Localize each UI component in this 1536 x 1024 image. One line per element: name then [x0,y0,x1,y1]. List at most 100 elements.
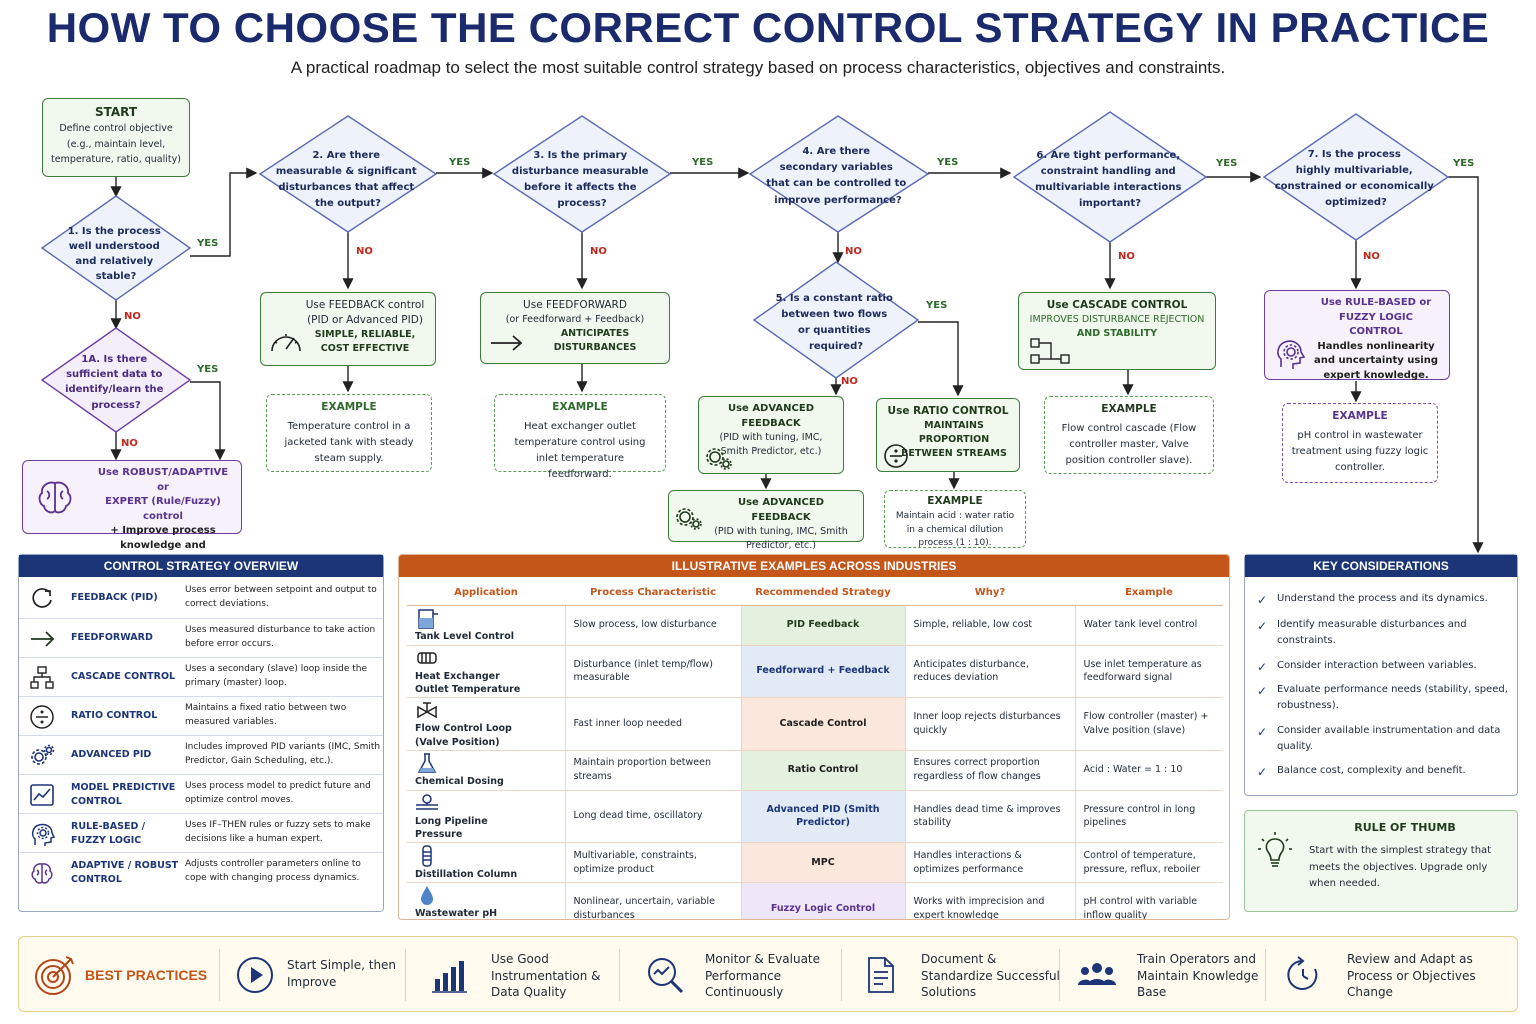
overview-name: RULE-BASED / FUZZY LOGIC [71,821,146,847]
decision-1-shape [40,195,192,301]
cell-strategy: MPC [740,842,905,884]
pipeline-icon [416,793,438,810]
best-practice-text: Start Simple, then Improve [287,958,397,989]
no-label: NO [590,246,607,257]
cascade-line1: Use CASCADE CONTROL [1046,299,1188,311]
cell-characteristic: Nonlinear, uncertain, variable disturban… [564,882,741,919]
rule-based-strategy-box: Use RULE-BASED or FUZZY LOGIC CONTROL Ha… [1264,290,1450,381]
check-icon: ✓ [1257,619,1268,633]
examples-panel: ILLUSTRATIVE EXAMPLES ACROSS INDUSTRIES … [398,554,1230,920]
table-row: Chemical Dosing Maintain proportion betwe… [407,750,1223,791]
example-ratio-text: Maintain acid : water ratio in a chemica… [895,511,1015,549]
overview-desc: Uses a secondary (slave) loop inside the… [185,664,368,689]
arrow-right-icon [491,335,523,351]
cell-characteristic: Maintain proportion between streams [564,750,741,791]
connector [190,167,258,257]
table-row: Flow Control Loop (Valve Position)Fast i… [407,697,1223,751]
ratio-strategy-box: Use RATIO CONTROL MAINTAINS PROPORTION B… [876,398,1020,472]
check-icon: ✓ [1257,725,1268,739]
example-label: EXAMPLE [1332,410,1388,422]
cell-characteristic: Multivariable, constraints, optimize pro… [564,842,741,884]
overview-name: ADVANCED PID [71,749,152,760]
key-item-text: Evaluate performance needs (stability, s… [1277,684,1508,711]
overview-row: FEEDFORWARD Uses measured disturbance to… [19,618,383,657]
cell-application: Chemical Dosing [407,750,565,791]
column-header: Recommended Strategy [741,581,905,606]
example-feedback-box: EXAMPLE Temperature control in a jackete… [266,394,432,472]
cell-strategy: Cascade Control [740,697,905,751]
robust-line1: Use ROBUST/ADAPTIVE or [97,467,229,493]
overview-name: FEEDBACK (PID) [71,592,158,603]
decision-7-text: 7. Is the process highly multivariable, … [1275,149,1438,208]
rule-of-thumb-text: Start with the simplest strategy that me… [1309,845,1492,889]
example-label: EXAMPLE [927,495,983,507]
decision-4-shape [748,115,930,233]
cascade-line3: AND STABILITY [1076,327,1158,339]
cell-strategy: Feedforward + Feedback [740,645,905,699]
cell-application: Heat Exchanger Outlet Temperature [407,645,565,699]
table-row: Wastewater pH ControlNonlinear, uncertai… [407,882,1223,919]
best-practice-text: Document & Standardize Successful Soluti… [921,952,1060,1000]
best-practice-text: Review and Adapt as Process or Objective… [1347,952,1476,1000]
bar-chart-icon [432,961,467,993]
key-title: KEY CONSIDERATIONS [1245,555,1517,577]
application-text: Distillation Column [415,868,518,880]
cell-why: Handles interactions & optimizes perform… [904,842,1075,884]
adv2-line1: Use ADVANCED FEEDBACK [737,497,824,523]
key-item: ✓Balance cost, complexity and benefit. [1257,763,1512,779]
adv2-line2: (PID with tuning, IMC, Smith Predictor, … [714,526,848,551]
start-title: START [94,105,138,119]
feedforward-line1: Use FEEDFORWARD [523,299,627,311]
cell-example: Acid : Water = 1 : 10 [1074,750,1223,791]
cell-strategy: Advanced PID (Smith Predictor) [740,790,905,844]
decision-7-shape [1262,113,1450,241]
column-header: Application [407,581,565,606]
control-strategy-overview: CONTROL STRATEGY OVERVIEW FEEDBACK (PID)… [18,554,384,912]
overview-desc: Uses measured disturbance to take action… [185,625,376,650]
rule-line1: Use RULE-BASED or [1320,297,1432,308]
decision-5-shape [752,261,920,379]
feedback-line3: SIMPLE, RELIABLE, COST EFFECTIVE [314,329,416,355]
check-icon: ✓ [1257,684,1268,698]
rule-line3: Handles nonlinearity and uncertainty usi… [1313,340,1439,381]
gears-icon [31,744,55,765]
yes-label: YES [196,238,218,249]
rule-line2: FUZZY LOGIC CONTROL [1339,311,1413,338]
divide-icon [30,705,54,729]
ratio-line1: Use RATIO CONTROL [887,405,1009,417]
decision-1-text: 1. Is the process well understood and re… [68,226,165,282]
cascade-icon [30,666,54,689]
cell-application: Wastewater pH Control [407,882,565,919]
divider [619,949,620,1001]
brain-icon [31,863,53,884]
feedforward-strategy-box: Use FEEDFORWARD (or Feedforward + Feedba… [480,292,670,364]
cell-characteristic: Disturbance (inlet temp/flow) measurable [564,645,741,699]
yes-label: YES [1215,158,1237,169]
divide-icon [884,444,908,468]
example-label: EXAMPLE [1101,403,1157,415]
overview-row: MODEL PREDICTIVE CONTROL Uses process mo… [19,774,383,813]
decision-6-text: 6. Are tight performance, constraint han… [1035,150,1185,209]
decision-2-text: 2. Are there measurable & significant di… [276,150,420,209]
refresh-icon [1287,956,1318,990]
cell-application: Long Pipeline Pressure [407,790,565,844]
key-item: ✓Identify measurable disturbances and co… [1257,617,1512,649]
cell-example: Control of temperature, pressure, reflux… [1074,842,1223,884]
cell-example: Water tank level control [1074,605,1223,646]
key-item: ✓Consider available instrumentation and … [1257,723,1512,755]
overview-row: CASCADE CONTROL Uses a secondary (slave)… [19,657,383,696]
application-text: Heat Exchanger Outlet Temperature [415,670,521,696]
example-feedback-text: Temperature control in a jacketed tank w… [284,421,414,465]
play-icon [237,957,273,993]
application-text: Chemical Dosing [415,775,504,787]
heat-exchanger-icon [417,651,437,664]
trend-chart-icon [30,784,54,806]
arrow-right-icon [31,631,55,647]
feedback-strategy-box: Use FEEDBACK control (PID or Advanced PI… [260,292,436,366]
overview-row: RULE-BASED / FUZZY LOGIC Uses IF–THEN ru… [19,813,383,852]
example-label: EXAMPLE [321,401,377,413]
rule-of-thumb-panel: RULE OF THUMB Start with the simplest st… [1244,810,1518,912]
cell-characteristic: Long dead time, oscillatory [564,790,741,844]
